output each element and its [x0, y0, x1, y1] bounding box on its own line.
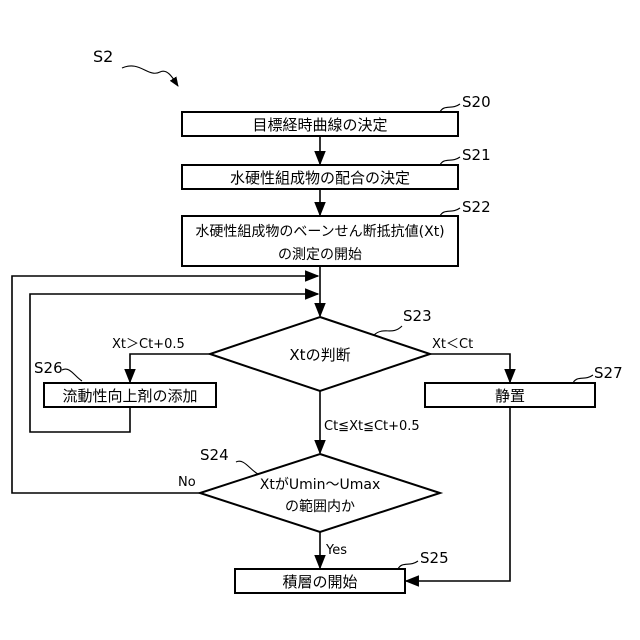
step-s20-leader: [440, 104, 460, 112]
decision-s24-diamond: [200, 454, 440, 532]
decision-s24-line1: XtがUmin～Umax: [260, 477, 380, 493]
step-s22-leader: [440, 208, 460, 216]
step-s21-leader: [440, 157, 460, 165]
edge-right-cond: Xt＜Ct: [432, 337, 473, 352]
decision-s24-leader: [236, 461, 258, 474]
step-s27-text: 静置: [495, 387, 525, 405]
arrow-s23-s26: [130, 354, 210, 382]
process-squiggle-arrow: [122, 66, 178, 86]
edge-left-cond: Xt＞Ct+0.5: [112, 337, 185, 352]
decision-s24-line2: の範囲内か: [285, 498, 355, 515]
arrow-s23-s27: [430, 354, 510, 382]
step-s20-id: S20: [462, 93, 491, 111]
edge-no-label: No: [178, 475, 196, 490]
decision-s23-id: S23: [403, 307, 432, 325]
step-s27-id: S27: [594, 364, 623, 382]
step-s25-leader: [398, 561, 418, 569]
decision-s23-text: Xtの判断: [289, 346, 350, 364]
edge-yes-label: Yes: [325, 543, 347, 558]
step-s22-line2: の測定の開始: [278, 247, 362, 263]
step-s26-id: S26: [34, 359, 63, 377]
step-s21-id: S21: [462, 146, 491, 164]
step-s26-text: 流動性向上剤の添加: [62, 387, 197, 405]
edge-down-cond: Ct≦Xt≦Ct+0.5: [324, 419, 420, 434]
process-id-label: S2: [93, 47, 113, 66]
step-s27-leader: [573, 375, 593, 383]
step-s25-text: 積層の開始: [282, 573, 357, 591]
step-s25-id: S25: [420, 549, 449, 567]
step-s21-text: 水硬性組成物の配合の決定: [230, 169, 410, 187]
step-s22-line1: 水硬性組成物のベーンせん断抵抗値(Xt): [195, 224, 444, 240]
decision-s23-leader: [374, 326, 402, 335]
step-s20-text: 目標経時曲線の決定: [252, 116, 387, 134]
step-s26-leader: [62, 369, 82, 381]
step-s22-id: S22: [462, 198, 491, 216]
decision-s24-id: S24: [200, 446, 229, 464]
